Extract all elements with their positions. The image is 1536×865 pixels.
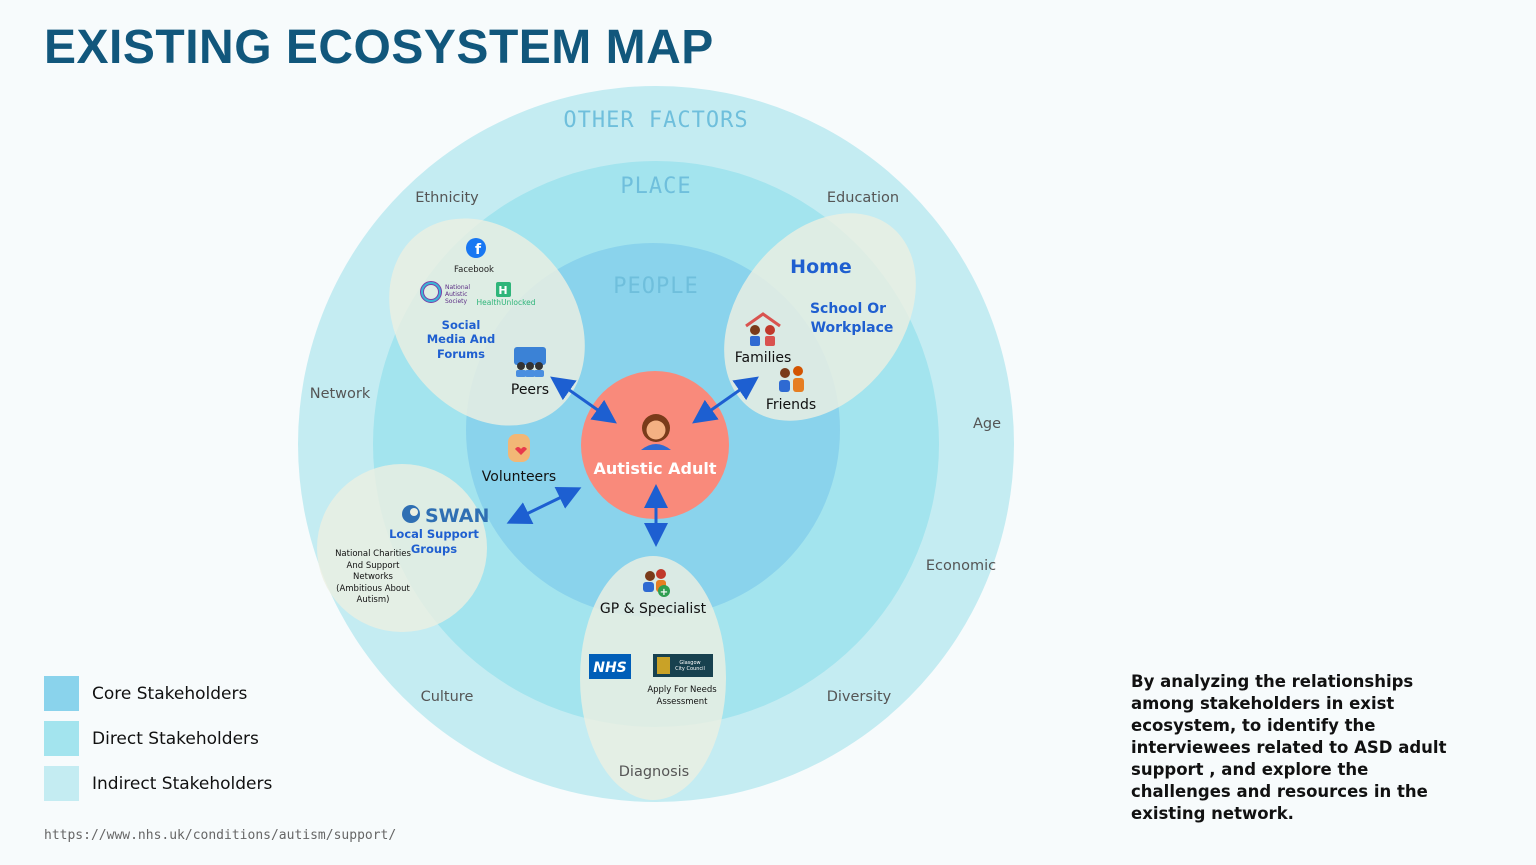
ring-label-place: PLACE <box>620 174 691 199</box>
school-label-1: School Or <box>810 301 886 317</box>
legend-label-indirect: Indirect Stakeholders <box>92 773 273 794</box>
svg-text:HealthUnlocked: HealthUnlocked <box>476 298 535 307</box>
svg-text:NHS: NHS <box>593 660 627 676</box>
gp-label: GP & Specialist <box>600 601 707 617</box>
gp-specialist-icon: + <box>643 569 670 598</box>
legend-label-direct: Direct Stakeholders <box>92 728 259 749</box>
factor-culture: Culture <box>421 689 474 705</box>
support-label-1: Local Support <box>389 527 479 541</box>
svg-text:Glasgow: Glasgow <box>679 660 700 666</box>
peers-label: Peers <box>511 382 549 398</box>
friends-icon <box>779 366 804 392</box>
arrow-support-groups <box>506 487 582 524</box>
legend-label-core: Core Stakeholders <box>92 683 248 704</box>
factor-network: Network <box>310 386 371 402</box>
svg-text:H: H <box>498 284 507 297</box>
social-media-label-2: Media And <box>427 332 496 346</box>
factor-economic: Economic <box>926 558 996 574</box>
swan-logo: SWAN <box>402 505 489 527</box>
volunteers-label: Volunteers <box>482 469 556 485</box>
factor-age: Age <box>973 416 1001 432</box>
social-media-label-3: Forums <box>437 347 485 361</box>
national-autistic-society-logo: National Autistic Society <box>420 281 470 305</box>
person-icon <box>641 414 671 450</box>
blob-health <box>580 556 726 800</box>
charities-label-5: Autism) <box>357 595 390 605</box>
support-label-2: Groups <box>411 542 457 556</box>
apply-label-2: Assessment <box>657 697 709 707</box>
charities-label-2: And Support <box>347 561 401 571</box>
blob-local-support <box>317 464 487 632</box>
peers-icon <box>514 347 546 377</box>
school-label-2: Workplace <box>811 320 894 336</box>
arrow-peers <box>550 376 617 424</box>
summary-text: By analyzing the relationships among sta… <box>1131 672 1447 823</box>
home-label: Home <box>790 256 852 278</box>
glasgow-city-council-logo: Glasgow City Council <box>653 654 713 677</box>
legend-swatch-direct <box>44 721 79 756</box>
ring-label-people: PEOPLE <box>613 274 698 299</box>
svg-text:National: National <box>445 284 470 291</box>
factor-ethnicity: Ethnicity <box>415 190 479 206</box>
page-title: EXISTING ECOSYSTEM MAP <box>44 21 714 74</box>
facebook-icon: f <box>466 238 486 258</box>
blob-home <box>724 213 916 421</box>
factor-diversity: Diversity <box>827 689 892 705</box>
nhs-logo: NHS <box>589 654 631 679</box>
friends-label: Friends <box>766 397 816 413</box>
apply-label-1: Apply For Needs <box>647 685 717 695</box>
svg-text:Society: Society <box>445 298 467 305</box>
svg-text:City Council: City Council <box>675 666 705 672</box>
charities-label-1: National Charities <box>335 549 411 559</box>
legend-swatch-core <box>44 676 79 711</box>
factor-diagnosis: Diagnosis <box>619 764 689 780</box>
arrow-families <box>692 376 759 424</box>
legend-item-core: Core Stakeholders <box>44 676 272 711</box>
families-label: Families <box>735 350 792 366</box>
svg-text:f: f <box>475 242 482 258</box>
svg-text:SWAN: SWAN <box>425 505 489 527</box>
factor-education: Education <box>827 190 899 206</box>
legend-item-direct: Direct Stakeholders <box>44 721 272 756</box>
legend-item-indirect: Indirect Stakeholders <box>44 766 272 801</box>
legend: Core Stakeholders Direct Stakeholders In… <box>44 676 272 811</box>
charities-label-4: (Ambitious About <box>336 584 410 594</box>
ring-label-other-factors: OTHER FACTORS <box>563 108 748 133</box>
facebook-label: Facebook <box>454 265 494 275</box>
volunteer-hand-icon <box>508 434 530 462</box>
source-link[interactable]: https://www.nhs.uk/conditions/autism/sup… <box>44 828 397 843</box>
social-media-label-1: Social <box>442 318 481 332</box>
svg-text:+: + <box>660 587 668 598</box>
healthunlocked-logo: H HealthUnlocked <box>476 282 536 307</box>
charities-label-3: Networks <box>353 572 393 582</box>
families-icon <box>745 312 781 346</box>
center-label: Autistic Adult <box>594 459 717 478</box>
legend-swatch-indirect <box>44 766 79 801</box>
svg-text:Autistic: Autistic <box>445 291 467 298</box>
